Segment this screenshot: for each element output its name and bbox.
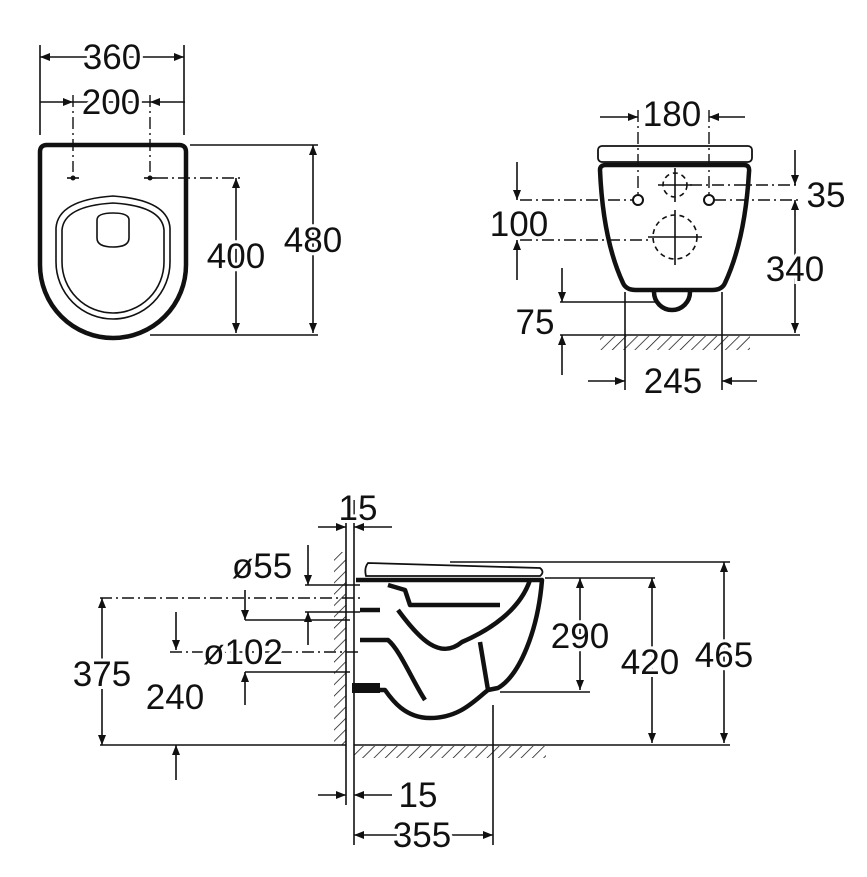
dim-diameter-55: ø55 [232,547,292,586]
dim-200: 200 [82,83,140,122]
dim-15-bottom: 15 [399,776,438,815]
dim-diameter-102: ø102 [203,633,283,672]
dim-245: 245 [644,362,702,401]
bowl-outline-side [356,577,545,721]
fixing-hole-icon [703,194,715,206]
dim-360: 360 [83,38,141,77]
seat-lid-front [597,145,753,163]
dim-35: 35 [807,176,846,215]
dim-420: 420 [621,643,679,682]
fixing-hole-icon [144,175,156,181]
wall-hatch [334,552,346,745]
dim-375: 375 [73,655,131,694]
seat-opening [55,195,171,320]
dim-100: 100 [490,205,548,244]
top-view: 360 200 400 480 [37,35,345,341]
dim-290: 290 [551,617,609,656]
dim-180: 180 [643,95,701,134]
side-view: 15 ø55 375 ø102 240 290 420 465 15 355 [70,486,756,858]
floor-hatch [600,336,750,350]
floor-hatch [354,746,546,758]
dim-465: 465 [695,636,753,675]
bowl-outline-front [597,162,752,293]
bowl-outline-top [37,142,189,341]
dim-355: 355 [393,816,451,855]
dim-480: 480 [284,221,342,260]
flush-rim-icon [96,212,130,248]
fixing-hole-icon [67,175,79,181]
dim-340: 340 [766,250,824,289]
front-view: 180 35 340 100 75 245 [487,92,849,404]
seat-lid-side [364,562,544,577]
fixing-hole-icon [632,194,644,206]
dim-15-top: 15 [339,489,378,528]
dim-400: 400 [207,237,265,276]
dim-240: 240 [146,678,204,717]
outlet-spigot [352,683,380,693]
dim-75: 75 [516,303,555,342]
